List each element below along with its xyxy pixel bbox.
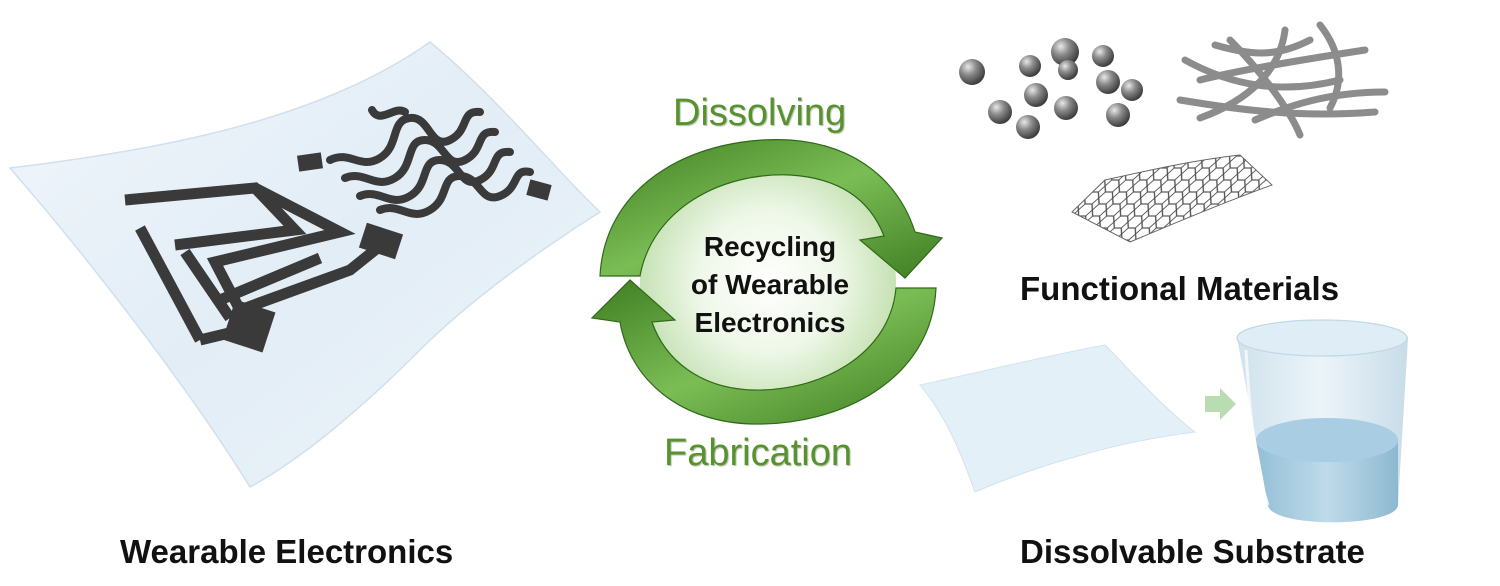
center-line-1: Recycling bbox=[703, 231, 837, 262]
electrode-pad-right bbox=[358, 222, 404, 260]
center-line-2: of Wearable bbox=[690, 269, 850, 300]
center-line-3: Electronics bbox=[694, 307, 846, 338]
serpentine-conductor-icon bbox=[326, 106, 534, 218]
nanoparticles-icon bbox=[959, 38, 1143, 139]
nanowires-icon bbox=[1176, 21, 1389, 139]
electrode-pad-bottom bbox=[222, 299, 276, 353]
serpentine-pad-right bbox=[526, 179, 552, 201]
beaker-icon bbox=[1236, 319, 1408, 523]
cycle-step-fabrication: Fabrication bbox=[664, 432, 852, 474]
dissolve-arrow-icon bbox=[1205, 388, 1236, 420]
cycle-step-dissolving: Dissolving bbox=[673, 92, 847, 134]
interdigitated-electrode-icon bbox=[124, 182, 394, 346]
cycle-center-title: Recycling of Wearable Electronics bbox=[655, 228, 885, 342]
graphene-sheet-icon bbox=[1071, 154, 1273, 243]
label-wearable-electronics: Wearable Electronics bbox=[120, 533, 454, 570]
serpentine-pad-left bbox=[297, 152, 323, 172]
dissolvable-film-icon bbox=[919, 344, 1197, 493]
label-functional-materials: Functional Materials bbox=[1020, 270, 1340, 307]
cycle-center-glow bbox=[640, 154, 896, 410]
label-dissolvable-substrate: Dissolvable Substrate bbox=[1020, 533, 1365, 570]
cycle-arrow-bottom-icon bbox=[590, 279, 937, 425]
cycle-arrow-top-icon bbox=[599, 139, 944, 279]
